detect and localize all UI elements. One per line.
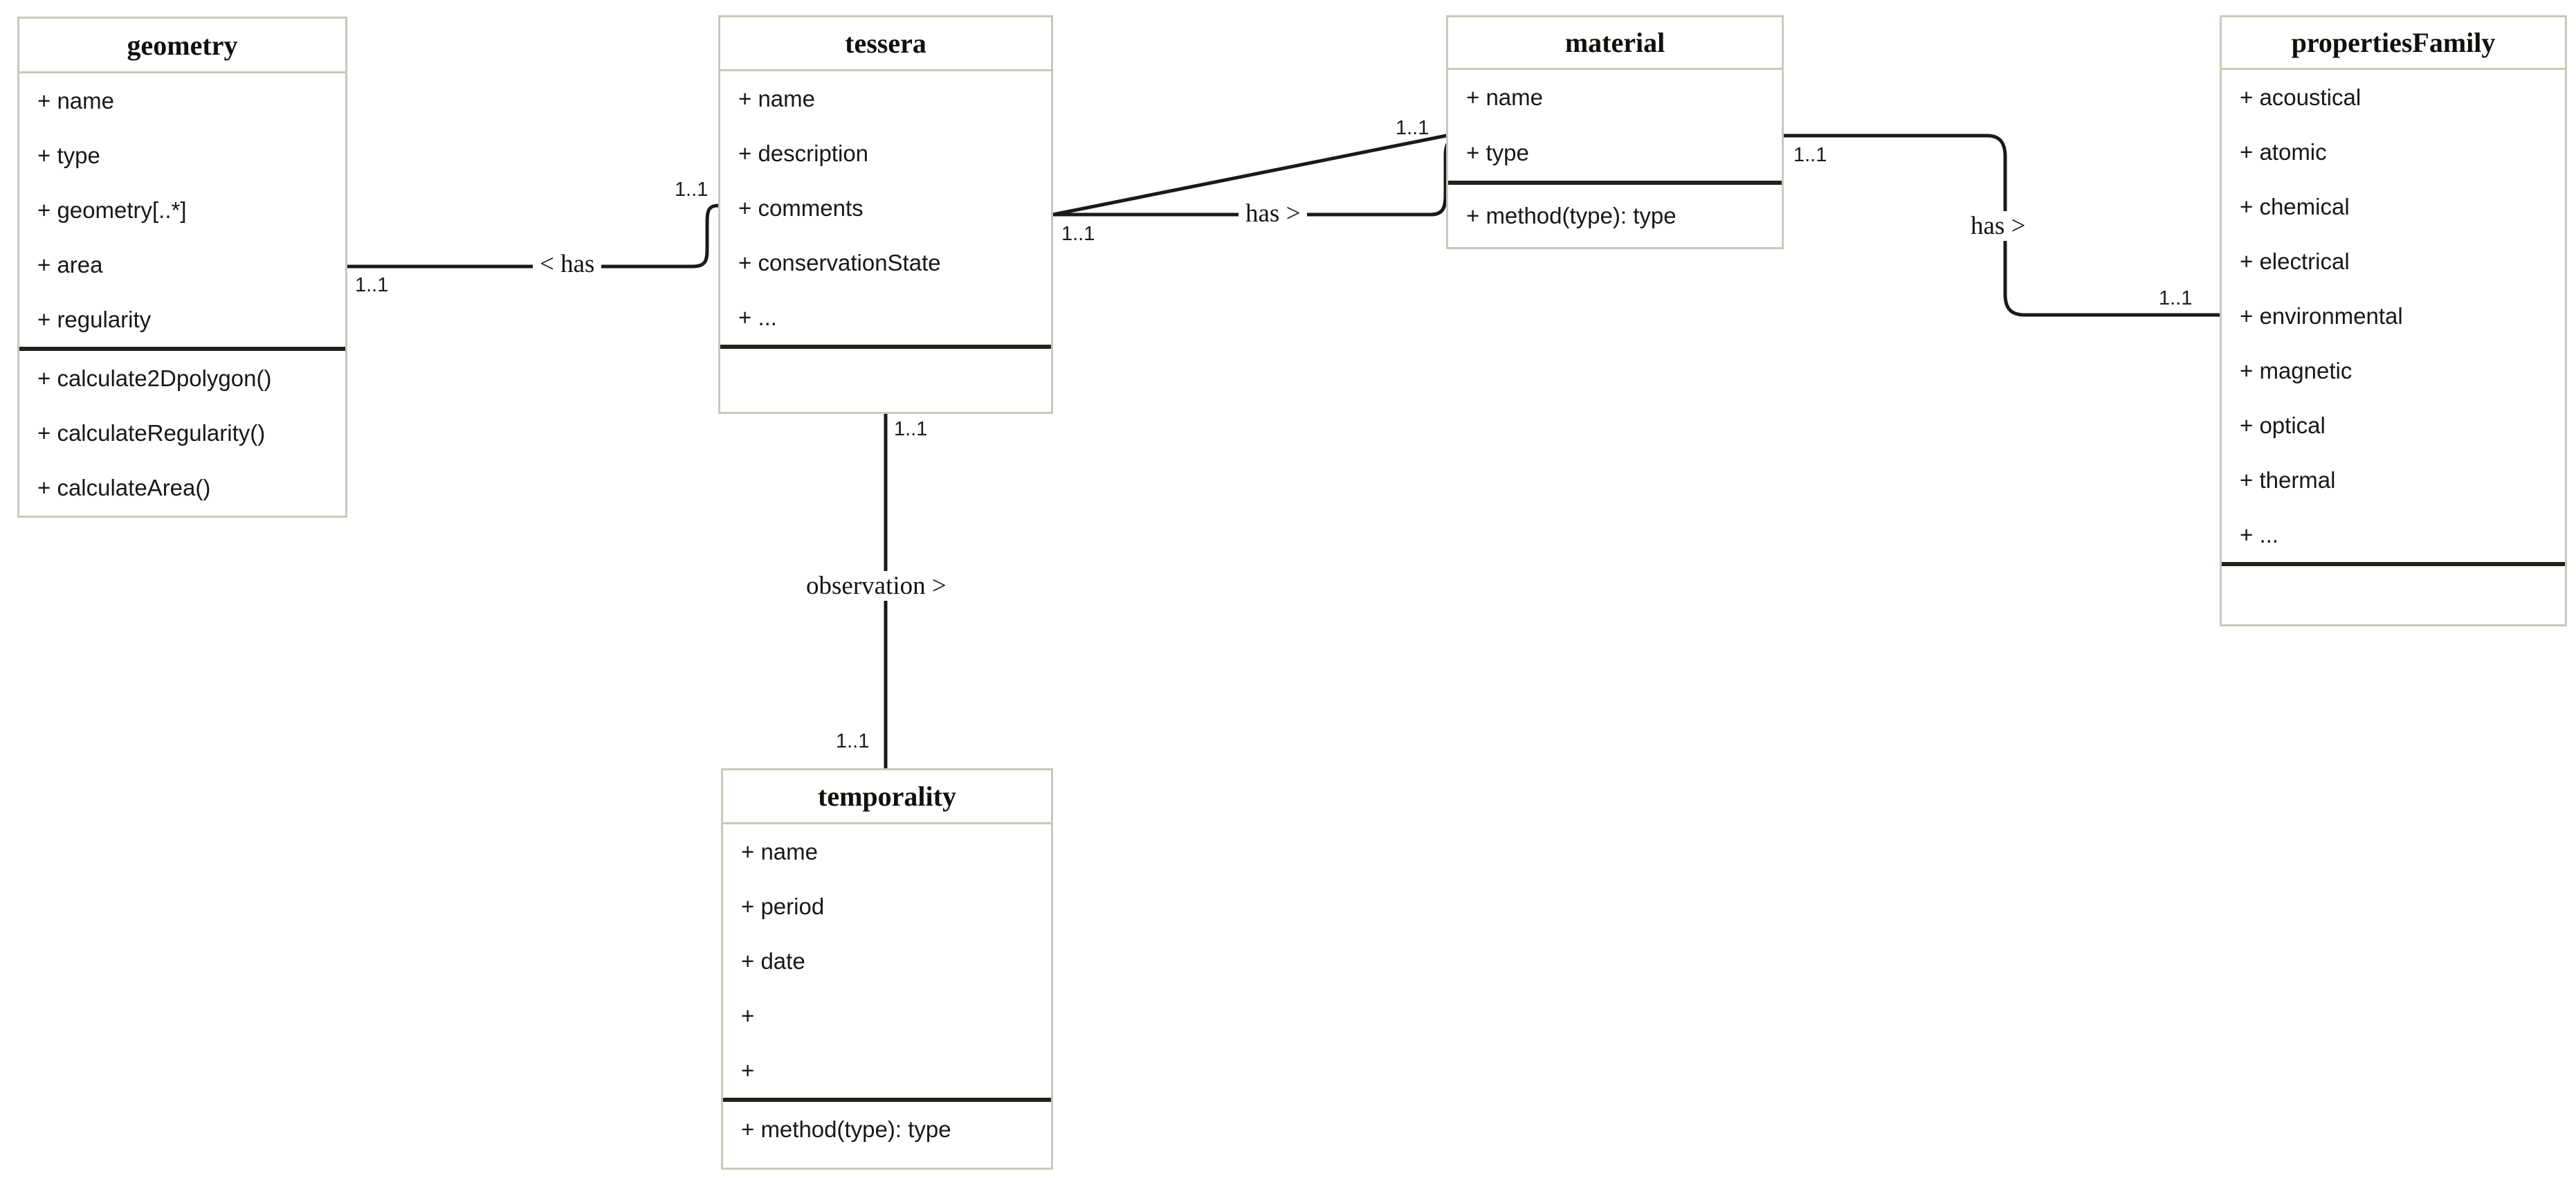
attribute-row: + name: [1466, 84, 1543, 110]
operation-row: + method(type): type: [1466, 203, 1677, 228]
operation-row: + calculateArea(): [37, 474, 211, 500]
attribute-row: + name: [738, 85, 815, 111]
attribute-row: + name: [37, 87, 114, 114]
mult-tessera-material-source: 1..1: [1061, 223, 1095, 245]
attribute-row: + environmental: [2240, 302, 2403, 329]
attribute-row: + period: [741, 893, 825, 919]
attribute-row: + magnetic: [2240, 357, 2353, 383]
attribute-row: +: [741, 1002, 755, 1029]
attribute-row: + acoustical: [2240, 84, 2362, 110]
class-attributes-tessera: + name + description + comments + conser…: [720, 71, 1051, 345]
attribute-row: + name: [741, 838, 818, 864]
class-operations-geometry: + calculate2Dpolygon() + calculateRegula…: [19, 347, 345, 515]
attribute-row: + comments: [738, 194, 864, 221]
mult-material-propertiesfamily-source: 1..1: [1793, 144, 1827, 166]
operation-row: + calculateRegularity(): [37, 419, 266, 446]
attribute-row: + conservationState: [738, 249, 941, 275]
attribute-row: +: [741, 1057, 755, 1083]
attribute-row: + area: [37, 251, 103, 278]
class-box-material[interactable]: material + name + type + method(type): t…: [1446, 15, 1784, 249]
class-title-tessera: tessera: [720, 17, 1051, 71]
class-box-temporality[interactable]: temporality + name + period + date + + +…: [721, 768, 1053, 1170]
operation-row: [720, 349, 1051, 407]
attribute-row: + thermal: [2240, 466, 2336, 493]
attribute-row: + date: [741, 948, 805, 974]
attribute-row: + chemical: [2240, 193, 2350, 219]
edge-label-tessera-material: has >: [1239, 199, 1308, 228]
class-title-temporality: temporality: [723, 770, 1051, 824]
class-operations-material: + method(type): type: [1448, 181, 1782, 247]
class-attributes-geometry: + name + type + geometry[..*] + area + r…: [19, 73, 345, 347]
class-title-propertiesfamily: propertiesFamily: [2222, 17, 2565, 70]
class-box-tessera[interactable]: tessera + name + description + comments …: [718, 15, 1053, 414]
mult-tessera-temporality-target: 1..1: [836, 730, 870, 752]
operation-row: [2222, 566, 2565, 621]
edge-label-material-propertiesfamily: has >: [1964, 211, 2033, 241]
attribute-row: + ...: [738, 304, 777, 330]
class-title-geometry: geometry: [19, 19, 345, 73]
class-attributes-temporality: + name + period + date + +: [723, 824, 1051, 1098]
mult-geometry-tessera-target: 1..1: [675, 179, 709, 201]
attribute-row: + description: [738, 140, 869, 166]
mult-tessera-temporality-source: 1..1: [894, 418, 928, 440]
class-operations-tessera: [720, 345, 1051, 407]
operation-row: + method(type): type: [741, 1116, 951, 1142]
mult-geometry-tessera-source: 1..1: [355, 274, 389, 296]
class-operations-propertiesfamily: [2222, 562, 2565, 621]
attribute-row: + type: [37, 142, 100, 168]
attribute-row: + geometry[..*]: [37, 197, 187, 223]
mult-material-propertiesfamily-target: 1..1: [2159, 287, 2193, 309]
class-attributes-material: + name + type: [1448, 70, 1782, 181]
class-box-propertiesfamily[interactable]: propertiesFamily + acoustical + atomic +…: [2220, 15, 2567, 626]
class-operations-temporality: + method(type): type: [723, 1098, 1051, 1157]
class-attributes-propertiesfamily: + acoustical + atomic + chemical + elect…: [2222, 70, 2565, 562]
class-title-material: material: [1448, 17, 1782, 70]
operation-row: + calculate2Dpolygon(): [37, 365, 272, 391]
attribute-row: + type: [1466, 140, 1529, 165]
edge-label-geometry-tessera: < has: [533, 249, 602, 279]
attribute-row: + regularity: [37, 306, 152, 332]
edge-label-tessera-temporality: observation >: [799, 571, 953, 601]
attribute-row: + optical: [2240, 412, 2326, 438]
mult-tessera-material-target: 1..1: [1396, 117, 1429, 139]
attribute-row: + atomic: [2240, 138, 2327, 165]
class-box-geometry[interactable]: geometry + name + type + geometry[..*] +…: [17, 17, 347, 518]
attribute-row: + ...: [2240, 521, 2278, 547]
attribute-row: + electrical: [2240, 248, 2350, 274]
